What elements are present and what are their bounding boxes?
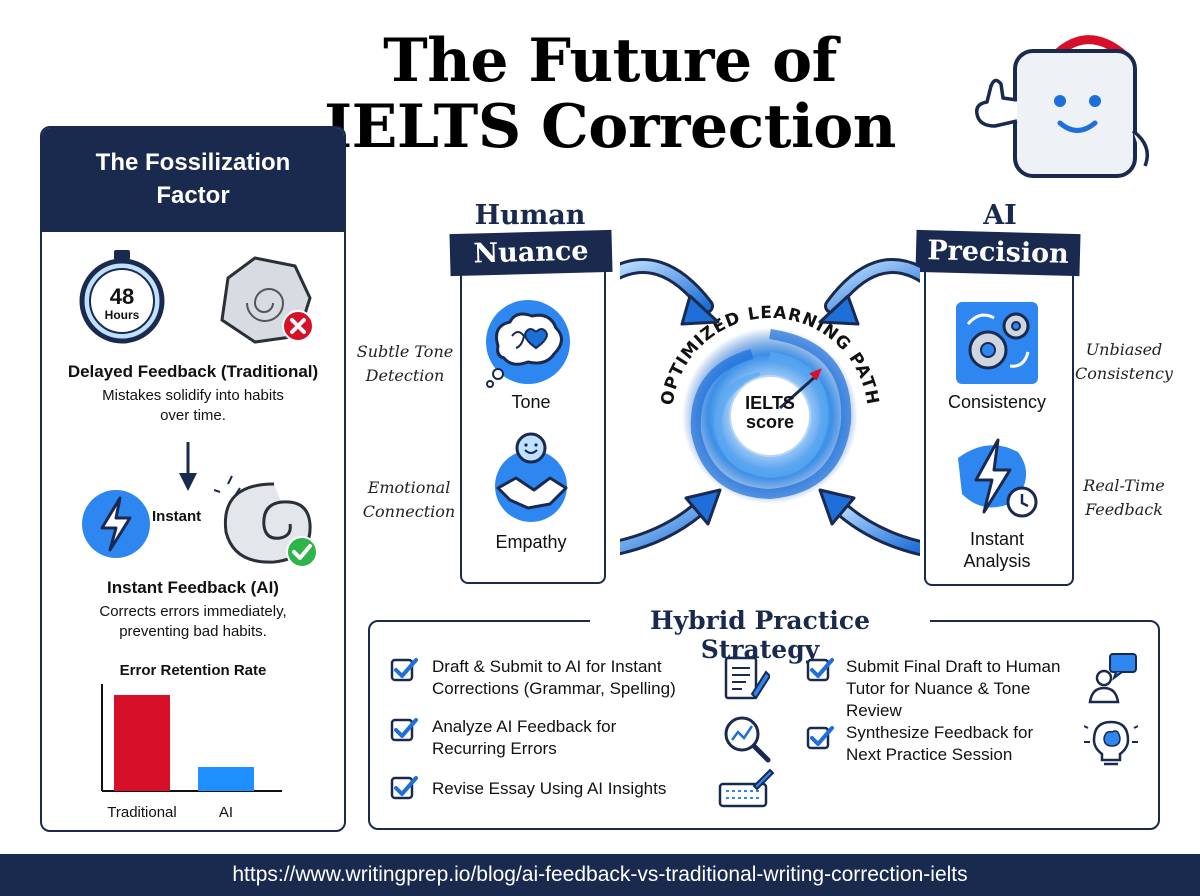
consistency-label: Consistency	[947, 392, 1047, 412]
empathy-label: Empathy	[495, 532, 567, 552]
footer-url[interactable]: https://www.writingprep.io/blog/ai-feedb…	[0, 854, 1200, 896]
strategy-item-1: Draft & Submit to AI for Instant Correct…	[432, 657, 676, 698]
hybrid-strategy-title: Hybrid Practice Strategy	[590, 606, 930, 664]
stopwatch-icon: 48 Hours	[72, 246, 172, 346]
delayed-feedback-desc-2: over time.	[160, 407, 226, 424]
instant-label: Instant	[152, 508, 202, 525]
mascot-icon	[974, 35, 1149, 178]
fossil-rock-icon	[220, 256, 314, 344]
instant-analysis-label: Instant Analysis	[963, 529, 1031, 571]
instant-feedback-desc-2: preventing bad habits.	[119, 623, 267, 640]
tone-label: Tone	[511, 392, 551, 412]
ai-heading: AI	[983, 200, 1017, 231]
error-retention-chart: Traditional AI	[101, 684, 282, 821]
bar-ai	[198, 767, 254, 791]
checkbox-icon	[390, 776, 418, 800]
checkbox-icon	[806, 726, 834, 750]
tutor-chat-icon	[1088, 653, 1137, 704]
bar-traditional	[114, 695, 170, 791]
chart-title: Error Retention Rate	[119, 662, 267, 679]
unbiased-consistency-annotation: Unbiased Consistency	[1075, 340, 1173, 383]
delayed-feedback-desc-1: Mistakes solidify into habits	[102, 387, 284, 404]
magnifier-chart-icon	[724, 716, 771, 763]
analysis-lightning-icon	[958, 438, 1038, 518]
subtle-tone-annotation: Subtle Tone Detection	[356, 342, 454, 385]
shell-fossil-icon	[214, 475, 318, 568]
lightbulb-brain-icon	[1084, 720, 1138, 766]
strategy-item-2: Analyze AI Feedback for Recurring Errors	[432, 717, 617, 758]
page-title: The Future of IELTS Correction	[300, 28, 920, 160]
checkbox-icon	[806, 658, 834, 682]
fossilization-heading: The Fossilization Factor	[42, 128, 344, 232]
strategy-item-4: Submit Final Draft to Human Tutor for Nu…	[846, 657, 1061, 720]
down-arrow-icon	[179, 442, 197, 491]
human-banner: Nuance	[449, 229, 613, 277]
title-line-1: The Future of	[383, 26, 837, 96]
human-heading: Human	[474, 200, 586, 231]
document-pen-icon	[724, 656, 770, 700]
strategy-item-5: Synthesize Feedback for Next Practice Se…	[846, 723, 1034, 764]
timer-unit: Hours	[104, 308, 140, 322]
instant-feedback-title: Instant Feedback (AI)	[107, 578, 279, 597]
strategy-item-3: Revise Essay Using AI Insights	[432, 779, 667, 798]
handshake-icon	[495, 432, 568, 522]
bar-label-ai: AI	[219, 804, 233, 821]
checkbox-icon	[390, 718, 418, 742]
lightning-icon	[82, 490, 150, 558]
checkbox-icon	[390, 658, 418, 682]
keyboard-pen-icon	[718, 768, 774, 808]
fossilization-panel: The Fossilization Factor 48 Hours Delaye…	[40, 126, 346, 832]
instant-feedback-desc-1: Corrects errors immediately,	[99, 603, 287, 620]
gears-icon	[956, 302, 1038, 384]
brain-heart-icon	[486, 300, 570, 388]
ielts-score-label: IELTS score	[745, 393, 795, 432]
delayed-feedback-title: Delayed Feedback (Traditional)	[67, 362, 319, 381]
timer-value: 48	[109, 284, 135, 309]
optimized-learning-path-graphic: OPTIMIZED LEARNING PATH	[620, 258, 920, 556]
ai-banner: Precision	[915, 229, 1081, 277]
bar-label-traditional: Traditional	[107, 804, 176, 821]
title-line-2: IELTS Correction	[324, 92, 896, 162]
emotional-connection-annotation: Emotional Connection	[362, 478, 456, 521]
real-time-feedback-annotation: Real-Time Feedback	[1083, 476, 1165, 519]
